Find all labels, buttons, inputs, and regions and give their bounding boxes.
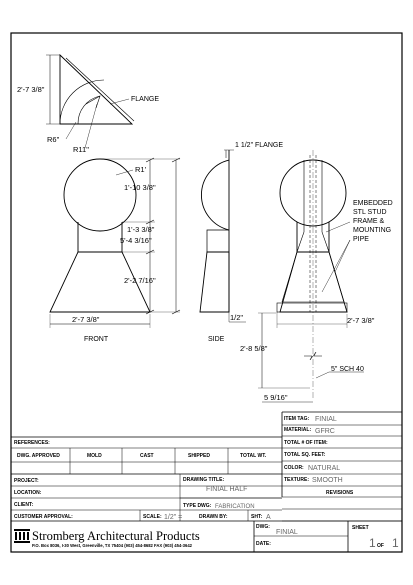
dim-overall: 5'-4 3/16"	[120, 236, 152, 245]
label-texture: TEXTURE:	[284, 477, 309, 483]
label-sht: SHT:	[251, 514, 262, 520]
label-customer-approval: CUSTOMER APPROVAL:	[14, 514, 73, 520]
value-drawing-title: FINIAL HALF	[206, 486, 247, 493]
label-color: COLOR:	[284, 465, 304, 471]
value-sht: A	[266, 514, 271, 521]
label-pipe: 5" SCH 40	[331, 366, 364, 373]
header-shipped: SHIPPED	[188, 453, 210, 459]
label-sheet: SHEET	[352, 525, 369, 531]
title-block: ITEM TAG: FINIAL MATERIAL: GFRC TOTAL # …	[11, 411, 402, 552]
side-view: 1 1/2" FLANGE 1/2" SIDE	[199, 142, 283, 343]
label-item-tag: ITEM TAG:	[284, 416, 310, 422]
label-drawing-title: DRAWING TITLE:	[183, 477, 224, 483]
label-embedded-1: EMBEDDED	[353, 200, 393, 207]
label-client: CLIENT:	[14, 502, 34, 508]
label-flange: FLANGE	[131, 96, 159, 103]
label-type-dwg: TYPE DWG:	[183, 503, 212, 509]
value-sheet-total: 1	[392, 536, 399, 550]
section-view: EMBEDDED STL STUD FRAME & MOUNTING PIPE …	[240, 150, 393, 403]
company-name: Stromberg Architectural Products	[32, 529, 200, 543]
label-material: MATERIAL:	[284, 427, 311, 433]
header-cast: CAST	[140, 453, 154, 459]
dim-section-width: 2'-7 3/8"	[347, 316, 375, 325]
dim-front-width: 2'-7 3/8"	[72, 315, 100, 324]
label-embedded-3: FRAME &	[353, 218, 384, 225]
header-total-wt: TOTAL WT.	[240, 453, 267, 459]
header-dwg-approved: DWG. APPROVED	[17, 453, 60, 459]
value-sheet-num: 1	[369, 536, 376, 550]
label-dwg: DWG:	[256, 524, 270, 530]
label-revisions: REVISIONS	[326, 490, 354, 496]
label-drawn-by: DRAWN BY:	[199, 514, 228, 520]
value-color: NATURAL	[308, 465, 340, 472]
label-embedded-4: MOUNTING	[353, 227, 391, 234]
value-scale: 1/2" =	[164, 514, 182, 521]
dim-cone: 2'-2 7/16"	[124, 276, 156, 285]
company-address: P.O. Box 8036, I-30 West, Greenville, TX…	[32, 543, 193, 548]
value-dwg: FINIAL	[276, 529, 298, 536]
label-project: PROJECT:	[14, 478, 39, 484]
label-embedded-2: STL STUD	[353, 209, 387, 216]
label-side-flange: 1 1/2" FLANGE	[235, 142, 283, 149]
label-front: FRONT	[84, 336, 109, 343]
label-side: SIDE	[208, 336, 225, 343]
top-detail: 2'-7 3/8" FLANGE R6" R11"	[17, 53, 159, 154]
dim-r6: R6"	[47, 135, 60, 144]
label-embedded-5: PIPE	[353, 236, 369, 243]
label-scale: SCALE:	[143, 514, 162, 520]
dim-top-height: 2'-7 3/8"	[17, 85, 45, 94]
label-total-sqft: TOTAL SQ. FEET:	[284, 452, 326, 458]
sheet-border	[10, 32, 403, 553]
dim-side-half: 1/2"	[230, 313, 243, 322]
label-location: LOCATION:	[14, 490, 42, 496]
value-texture: SMOOTH	[312, 477, 343, 484]
dim-r11: R11"	[73, 145, 89, 154]
label-total-items: TOTAL # OF ITEM:	[284, 440, 328, 446]
dim-pipe-offset: 5 9/16"	[264, 393, 288, 402]
label-references: REFERENCES:	[14, 440, 50, 446]
value-material: GFRC	[315, 428, 335, 435]
label-of: OF	[377, 543, 384, 549]
header-mold: MOLD	[87, 453, 102, 459]
company-logo	[14, 529, 30, 543]
dim-pipe-length: 2'-8 5/8"	[240, 344, 268, 353]
dim-neck: 1'-3 3/8"	[127, 225, 155, 234]
dim-r1: R1'	[135, 165, 147, 174]
value-type-dwg: FABRICATION	[215, 504, 255, 510]
label-date: DATE:	[256, 541, 271, 547]
front-view: R1' 1'-10 3/8" 1'-3 3/8" 5'-4 3/16" 2'-2…	[49, 157, 181, 343]
value-item-tag: FINIAL	[315, 416, 337, 423]
dim-ball: 1'-10 3/8"	[124, 183, 156, 192]
